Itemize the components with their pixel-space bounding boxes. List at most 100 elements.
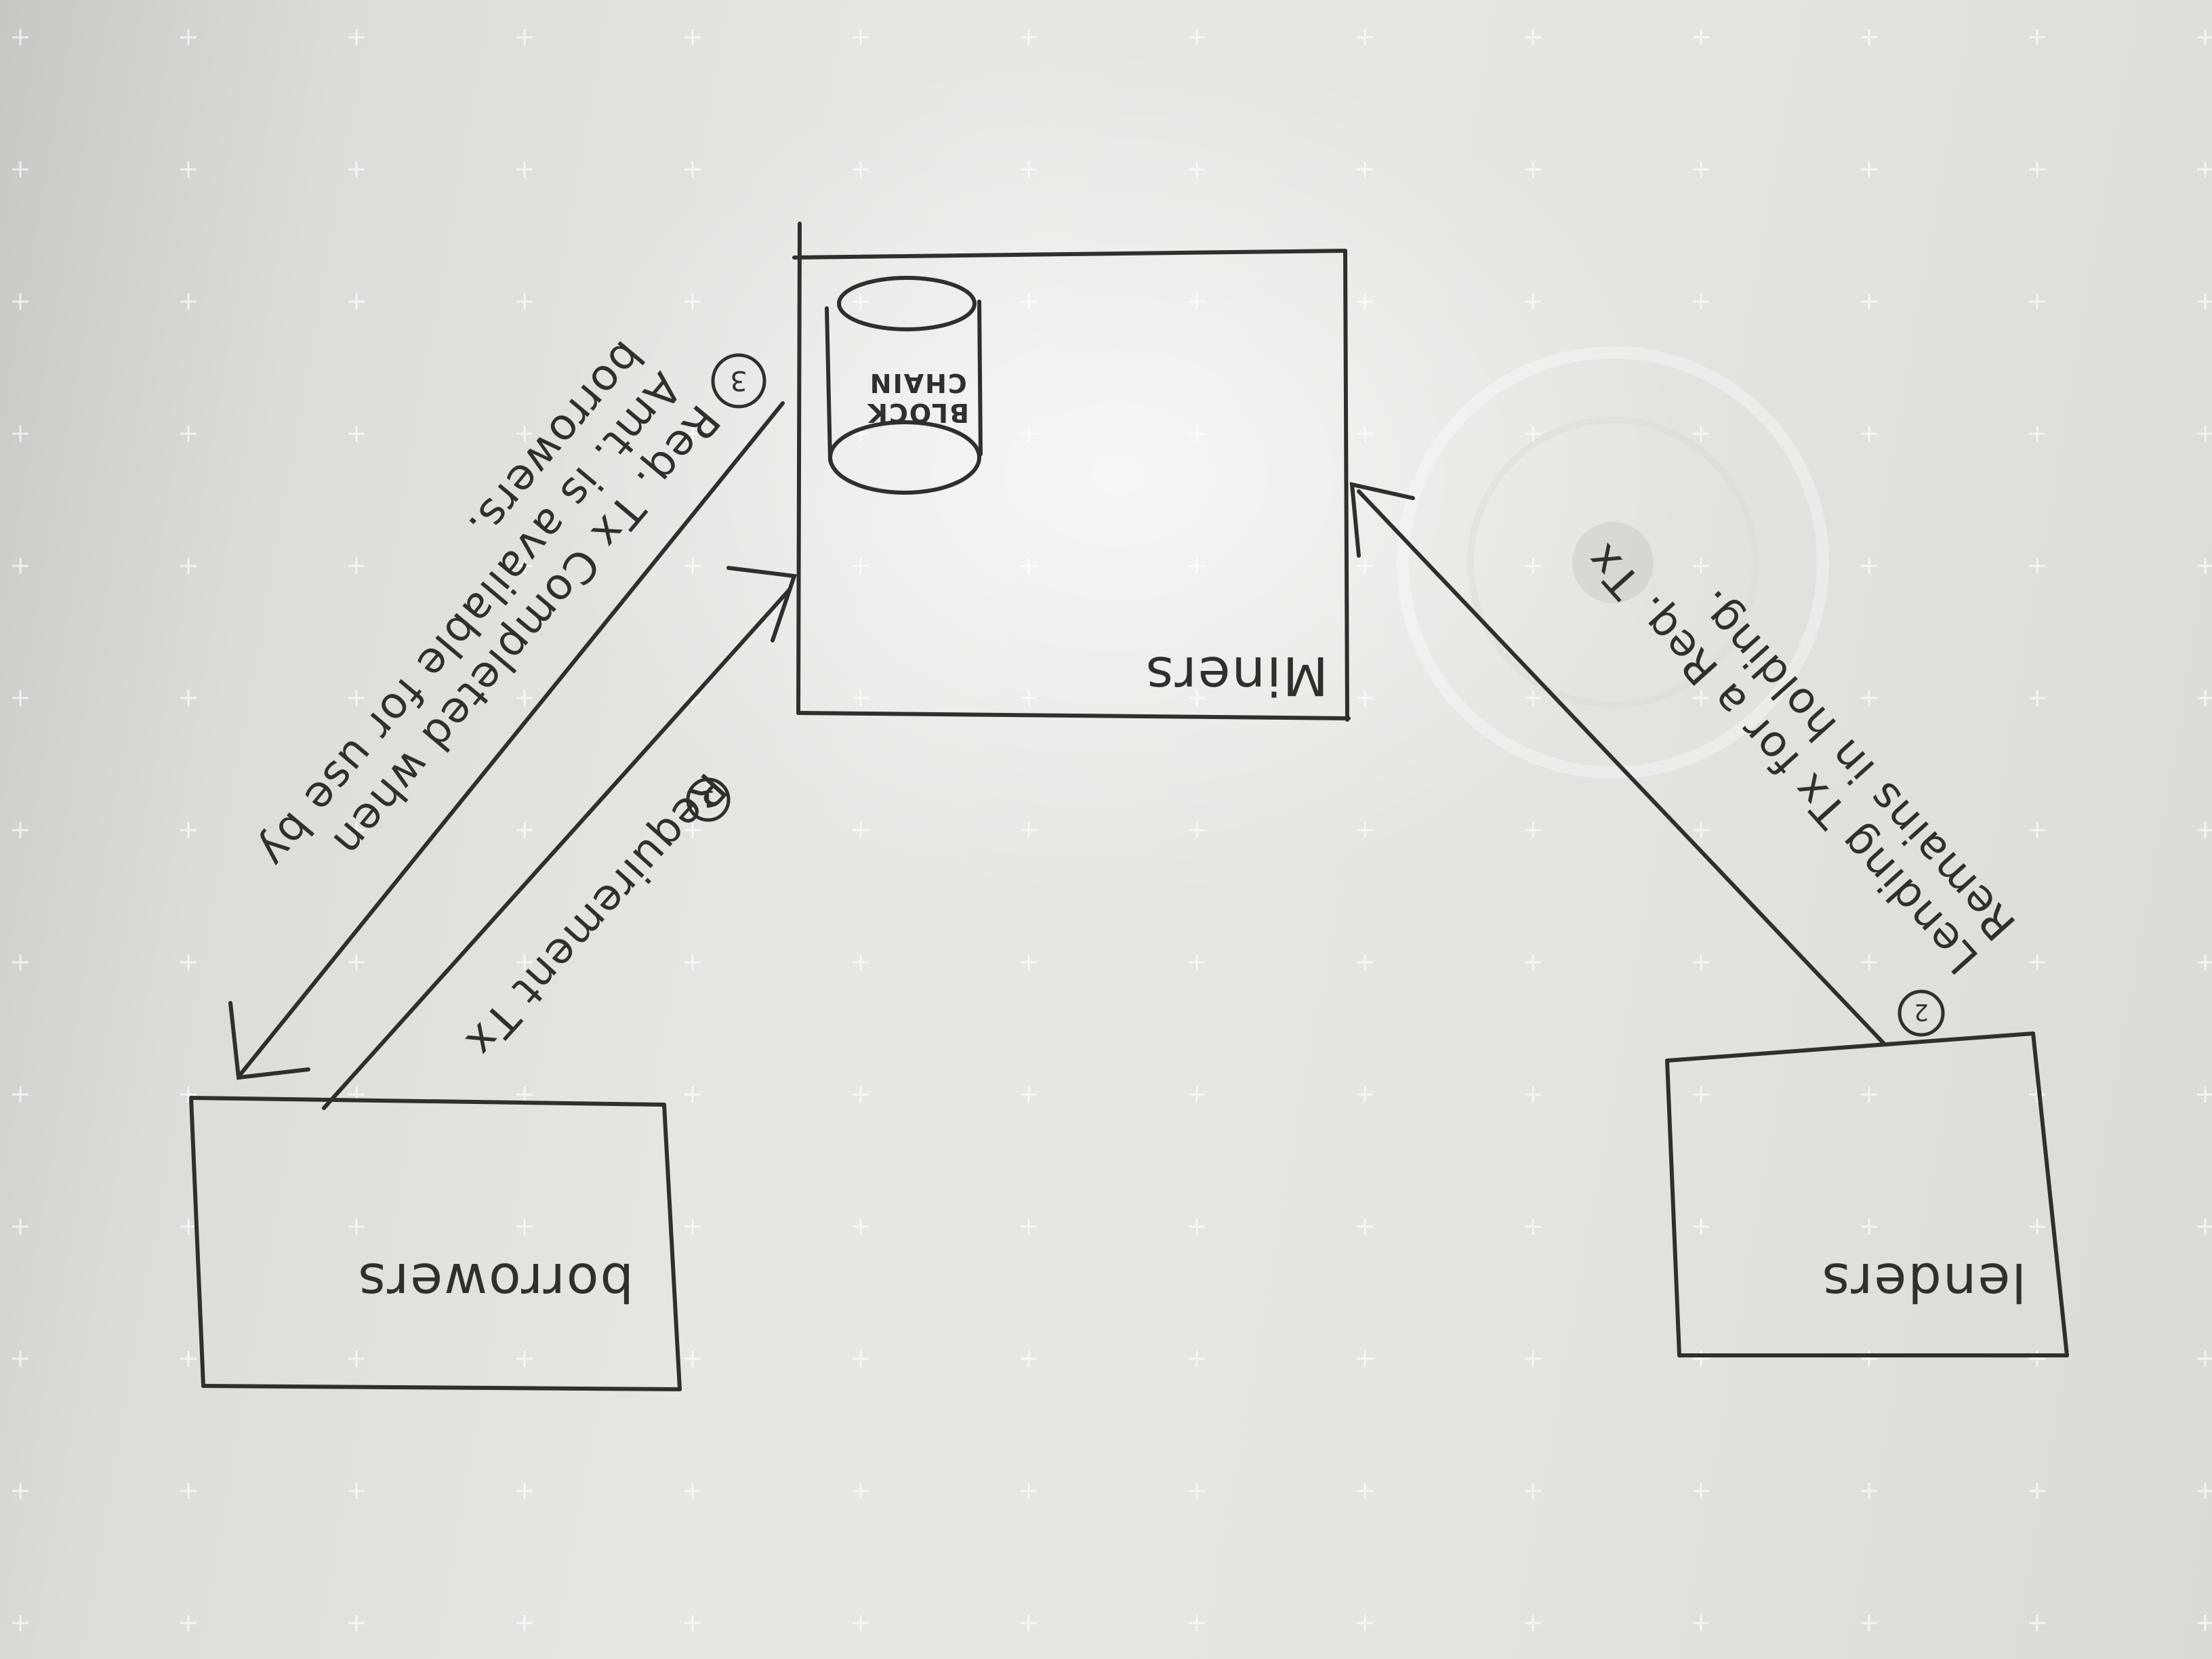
grid-plus-mark <box>348 293 365 310</box>
grid-plus-mark <box>1189 1351 1205 1367</box>
grid-plus-mark <box>516 954 533 970</box>
grid-plus-mark <box>1357 558 1373 574</box>
grid-plus-mark <box>1693 1218 1709 1235</box>
grid-plus-mark <box>12 1351 28 1367</box>
step-circle-3: 3 <box>711 353 766 409</box>
grid-plus-mark <box>853 29 869 45</box>
grid-plus-mark <box>1693 1086 1709 1103</box>
grid-plus-mark <box>1525 690 1541 706</box>
grid-plus-mark <box>2029 822 2045 838</box>
grid-plus-mark <box>684 426 701 442</box>
grid-plus-mark <box>12 1218 28 1235</box>
grid-plus-mark <box>516 29 533 45</box>
grid-plus-mark <box>516 426 533 442</box>
grid-plus-mark <box>2197 1218 2212 1235</box>
grid-plus-mark <box>2197 1483 2212 1499</box>
grid-plus-mark <box>1021 1218 1037 1235</box>
grid-plus-mark <box>2029 954 2045 970</box>
grid-plus-mark <box>2029 558 2045 574</box>
grid-plus-mark <box>1189 690 1205 706</box>
fan-reflection <box>1397 346 1829 779</box>
grid-plus-mark <box>1021 822 1037 838</box>
grid-plus-mark <box>348 954 365 970</box>
step-1-number: 1 <box>701 785 716 812</box>
grid-plus-mark <box>2029 1483 2045 1499</box>
grid-plus-mark <box>12 1615 28 1631</box>
grid-plus-mark <box>1861 1483 1877 1499</box>
grid-plus-mark <box>1357 1086 1373 1103</box>
grid-plus-mark <box>1021 954 1037 970</box>
grid-plus-mark <box>684 1086 701 1103</box>
grid-plus-mark <box>2197 822 2212 838</box>
grid-plus-mark <box>1693 822 1709 838</box>
grid-plus-mark <box>1021 1351 1037 1367</box>
grid-plus-mark <box>180 1483 197 1499</box>
grid-plus-mark <box>684 1218 701 1235</box>
grid-plus-mark <box>2197 426 2212 442</box>
requirement-tx-arrow <box>322 566 798 1110</box>
grid-plus-mark <box>348 822 365 838</box>
miners-box <box>792 222 1351 722</box>
grid-plus-mark <box>348 558 365 574</box>
grid-plus-mark <box>180 426 197 442</box>
grid-plus-mark <box>2197 558 2212 574</box>
grid-plus-mark <box>516 690 533 706</box>
borrowers-box <box>189 1096 682 1391</box>
grid-plus-mark <box>12 1483 28 1499</box>
grid-plus-mark <box>12 293 28 310</box>
grid-plus-mark <box>1525 161 1541 178</box>
grid-plus-mark <box>853 954 869 970</box>
grid-plus-mark <box>1357 1351 1373 1367</box>
grid-plus-mark <box>1861 822 1877 838</box>
grid-plus-mark <box>1021 690 1037 706</box>
grid-plus-mark <box>684 822 701 838</box>
blockchain-label-line2: CHAIN <box>868 368 967 398</box>
grid-plus-mark <box>2197 161 2212 178</box>
grid-plus-mark <box>1189 161 1205 178</box>
grid-plus-mark <box>2197 690 2212 706</box>
grid-plus-mark <box>1357 690 1373 706</box>
grid-plus-mark <box>1357 822 1373 838</box>
grid-plus-mark <box>1861 1086 1877 1103</box>
grid-plus-mark <box>1525 1218 1541 1235</box>
grid-plus-mark <box>12 558 28 574</box>
borrowers-label: borrowers <box>356 1251 634 1312</box>
grid-plus-mark <box>516 1218 533 1235</box>
step-circle-2: 2 <box>1898 989 1945 1037</box>
grid-plus-mark <box>1693 29 1709 45</box>
grid-plus-mark <box>180 1351 197 1367</box>
grid-plus-mark <box>2029 29 2045 45</box>
grid-plus-mark <box>1357 1218 1373 1235</box>
grid-plus-mark <box>1525 954 1541 970</box>
grid-plus-mark <box>1693 161 1709 178</box>
grid-plus-mark <box>1189 1086 1205 1103</box>
step-3-number: 3 <box>730 365 747 396</box>
grid-plus-mark <box>348 29 365 45</box>
grid-plus-mark <box>1021 558 1037 574</box>
grid-plus-mark <box>684 1351 701 1367</box>
grid-plus-mark <box>1525 426 1541 442</box>
grid-plus-mark <box>1693 690 1709 706</box>
grid-plus-mark <box>1357 161 1373 178</box>
grid-plus-mark <box>12 690 28 706</box>
grid-plus-mark <box>1693 558 1709 574</box>
grid-plus-mark <box>180 1218 197 1235</box>
grid-plus-mark <box>348 426 365 442</box>
grid-plus-mark <box>684 954 701 970</box>
grid-plus-mark <box>180 29 197 45</box>
grid-plus-mark <box>853 1615 869 1631</box>
grid-plus-mark <box>1021 1615 1037 1631</box>
grid-plus-mark <box>1189 1615 1205 1631</box>
grid-plus-mark <box>1525 293 1541 310</box>
req-completed-arrow <box>228 401 785 1080</box>
grid-plus-mark <box>1861 1218 1877 1235</box>
grid-plus-mark <box>1861 1351 1877 1367</box>
grid-plus-mark <box>2029 161 2045 178</box>
grid-plus-mark <box>1525 1086 1541 1103</box>
grid-plus-mark <box>1861 293 1877 310</box>
grid-plus-mark <box>348 1351 365 1367</box>
grid-plus-mark <box>180 293 197 310</box>
grid-plus-mark <box>1021 1086 1037 1103</box>
grid-plus-mark <box>1189 293 1205 310</box>
grid-plus-mark <box>1693 1615 1709 1631</box>
